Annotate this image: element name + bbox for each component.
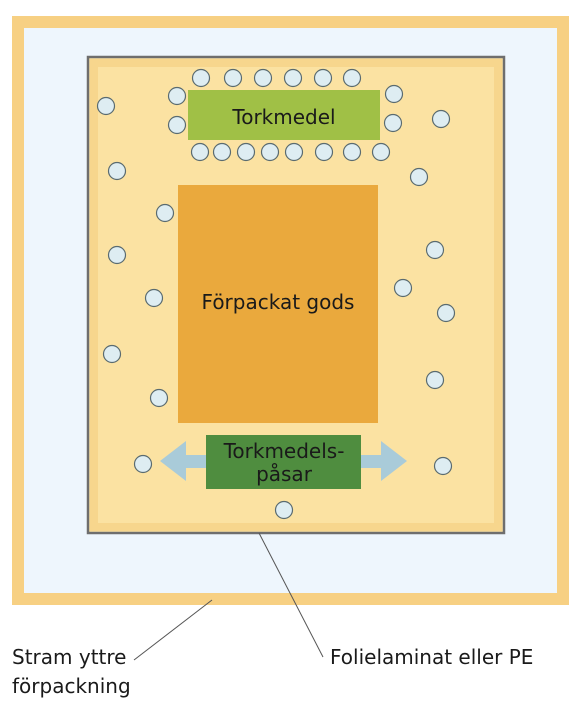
outer-packaging-label-line1: Stram yttre: [12, 645, 126, 669]
moisture-bubble: [383, 113, 403, 133]
moisture-bubble: [167, 115, 187, 135]
moisture-bubble: [223, 68, 243, 88]
moisture-bubble: [191, 68, 211, 88]
moisture-bubble: [342, 142, 362, 162]
moisture-bubble: [342, 68, 362, 88]
outer-packaging-label-line2: förpackning: [12, 674, 131, 698]
moisture-bubble: [274, 500, 294, 520]
moisture-bubble: [436, 303, 456, 323]
moisture-bubble: [425, 240, 445, 260]
moisture-bubble: [409, 167, 429, 187]
moisture-bubble: [384, 84, 404, 104]
moisture-bubble: [107, 161, 127, 181]
moisture-bubble: [107, 245, 127, 265]
moisture-bubble: [236, 142, 256, 162]
moisture-bubble: [260, 142, 280, 162]
moisture-bubble: [371, 142, 391, 162]
moisture-bubble: [133, 454, 153, 474]
moisture-bubble: [155, 203, 175, 223]
moisture-bubble: [425, 370, 445, 390]
foil-laminate-inner-band: [90, 59, 502, 531]
desiccant-bags-label-line2: påsar: [256, 462, 313, 486]
moisture-bubble: [102, 344, 122, 364]
desiccant-bags-label-line1: Torkmedels-: [223, 439, 345, 463]
foil-laminate-label: Folielaminat eller PE: [330, 645, 533, 669]
moisture-bubbles: [96, 68, 456, 520]
moisture-bubble: [212, 142, 232, 162]
moisture-bubble: [284, 142, 304, 162]
desiccant-top-block: [188, 90, 380, 140]
left-arrow-icon: [160, 441, 206, 481]
packed-goods-block: [178, 185, 378, 423]
desiccant-bags-block: [206, 435, 361, 489]
moisture-bubble: [253, 68, 273, 88]
packed-goods-label: Förpackat gods: [202, 290, 355, 314]
moisture-bubble: [96, 96, 116, 116]
right-arrow-icon: [361, 441, 407, 481]
outer-packaging-leader-line: [133, 599, 213, 661]
moisture-bubble: [431, 109, 451, 129]
moisture-bubble: [314, 142, 334, 162]
moisture-bubble: [167, 86, 187, 106]
foil-laminate-leader-line: [258, 532, 324, 658]
moisture-bubble: [393, 278, 413, 298]
moisture-bubble: [283, 68, 303, 88]
moisture-bubble: [149, 388, 169, 408]
moisture-bubble: [433, 456, 453, 476]
desiccant-top-label: Torkmedel: [231, 105, 335, 129]
moisture-bubble: [313, 68, 333, 88]
moisture-bubble: [144, 288, 164, 308]
moisture-bubble: [190, 142, 210, 162]
